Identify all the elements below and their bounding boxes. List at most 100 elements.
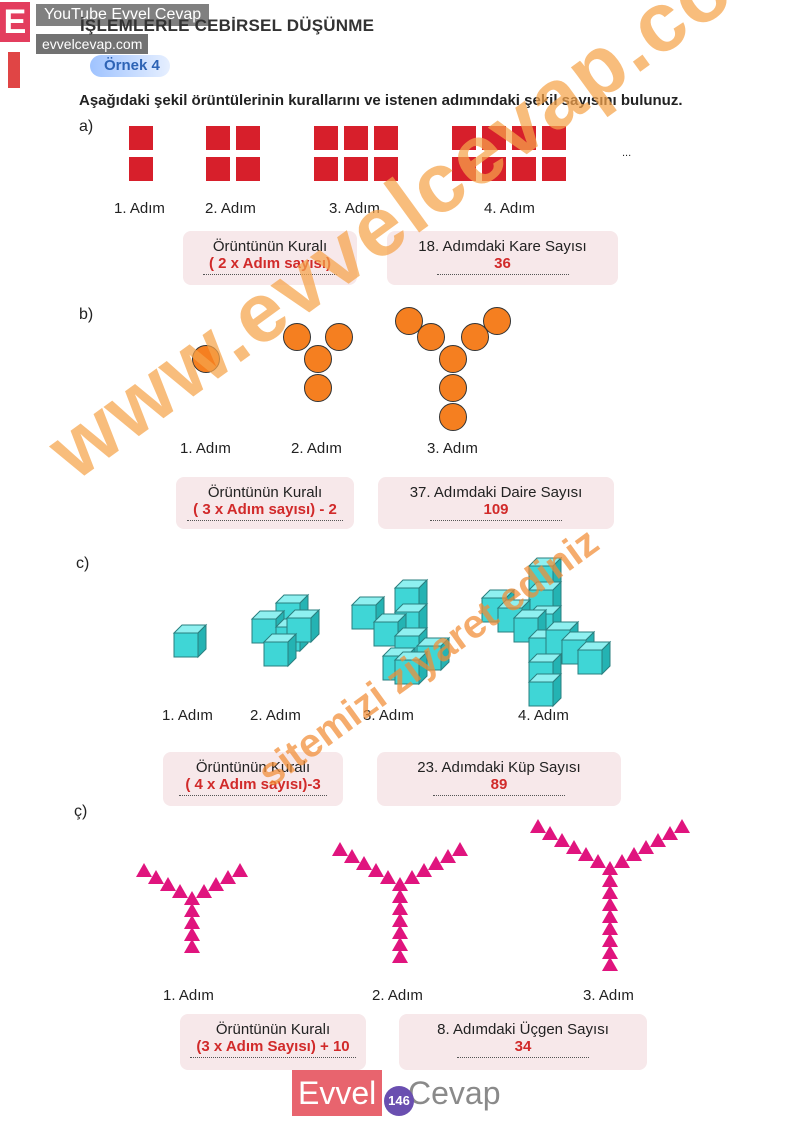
triangle (440, 849, 456, 863)
question-box: 8. Adımdaki Üçgen Sayısı 34 (399, 1014, 647, 1070)
rule-value: ( 2 x Adım sayısı) (203, 255, 337, 275)
answer-value: 36 (436, 255, 569, 275)
triangle (602, 897, 618, 911)
circle (461, 323, 489, 351)
triangle (172, 884, 188, 898)
circle (304, 374, 332, 402)
triangle (674, 819, 690, 833)
triangle (392, 949, 408, 963)
part-b-letter: b) (79, 306, 94, 323)
square (542, 126, 566, 150)
step-label: 3. Adım (329, 200, 380, 217)
triangle (392, 877, 408, 891)
page-number: 146 (384, 1086, 414, 1116)
circle (325, 323, 353, 351)
section-title: İŞLEMLERLE CEBİRSEL DÜŞÜNME (80, 16, 375, 35)
square (236, 157, 260, 181)
circle (439, 403, 467, 431)
question-box: 23. Adımdaki Küp Sayısı 89 (377, 752, 621, 806)
footer-logo: Evvel Cevap (292, 1070, 510, 1116)
answer-value: 109 (430, 501, 562, 521)
question-title: 37. Adımdaki Daire Sayısı (409, 484, 583, 501)
part-c-letter: c) (76, 555, 90, 572)
rule-title: Örüntünün Kuralı (215, 1021, 331, 1038)
circle (439, 374, 467, 402)
step-label: 2. Adım (372, 987, 423, 1004)
triangle (602, 957, 618, 971)
triangle (392, 889, 408, 903)
triangle (332, 842, 348, 856)
step-label: 3. Adım (363, 707, 414, 724)
triangle (184, 927, 200, 941)
cube (173, 624, 207, 658)
triangle (602, 945, 618, 959)
step-label: 2. Adım (250, 707, 301, 724)
triangle (184, 939, 200, 953)
rule-box: Örüntünün Kuralı (3 x Adım Sayısı) + 10 (180, 1014, 366, 1070)
triangle (566, 840, 582, 854)
site-watermark: evvelcevap.com (36, 34, 149, 54)
square (344, 126, 368, 150)
logo-bar (8, 52, 20, 88)
rule-box: Örüntünün Kuralı ( 4 x Adım sayısı)-3 (163, 752, 343, 806)
triangle (184, 891, 200, 905)
square (314, 157, 338, 181)
square (374, 126, 398, 150)
triangle (542, 826, 558, 840)
triangle (590, 854, 606, 868)
answer-value: 34 (457, 1038, 589, 1058)
square (512, 157, 536, 181)
question-box: 18. Adımdaki Kare Sayısı 36 (387, 231, 618, 285)
square (206, 157, 230, 181)
triangle (530, 819, 546, 833)
step-label: 3. Adım (583, 987, 634, 1004)
triangle (578, 847, 594, 861)
step-label: 4. Adım (484, 200, 535, 217)
circle (192, 345, 220, 373)
triangle (160, 877, 176, 891)
triangle (638, 840, 654, 854)
footer-logo-right: Cevap (408, 1075, 501, 1111)
triangle (452, 842, 468, 856)
question-title: 23. Adımdaki Küp Sayısı (417, 759, 581, 776)
logo-letter: E (0, 2, 30, 42)
square (314, 126, 338, 150)
circle (417, 323, 445, 351)
square (206, 126, 230, 150)
step-label: 1. Adım (162, 707, 213, 724)
triangle (602, 861, 618, 875)
step-label: 1. Adım (180, 440, 231, 457)
square (482, 157, 506, 181)
square (344, 157, 368, 181)
square (482, 126, 506, 150)
step-label: 2. Adım (205, 200, 256, 217)
triangle (392, 925, 408, 939)
rule-value: ( 4 x Adım sayısı)-3 (179, 776, 327, 796)
triangle (602, 933, 618, 947)
step-label: 2. Adım (291, 440, 342, 457)
triangle (392, 937, 408, 951)
triangle (626, 847, 642, 861)
triangle (614, 854, 630, 868)
question-title: 18. Adımdaki Kare Sayısı (418, 238, 587, 255)
example-label: Örnek 4 (104, 57, 160, 74)
triangle (208, 877, 224, 891)
triangle (602, 921, 618, 935)
rule-box: Örüntünün Kuralı ( 3 x Adım sayısı) - 2 (176, 477, 354, 529)
square (236, 126, 260, 150)
triangle (196, 884, 212, 898)
part-a-letter: a) (79, 118, 94, 135)
circle (283, 323, 311, 351)
triangle (602, 885, 618, 899)
triangle (344, 849, 360, 863)
square (452, 126, 476, 150)
circle (304, 345, 332, 373)
rule-title: Örüntünün Kuralı (207, 484, 323, 501)
triangle (356, 856, 372, 870)
circle (439, 345, 467, 373)
triangle (380, 870, 396, 884)
step-label: 4. Adım (518, 707, 569, 724)
ellipsis: ... (622, 147, 632, 159)
youtube-watermark: YouTube Evvel Cevap (36, 4, 210, 26)
rule-value: ( 3 x Adım sayısı) - 2 (187, 501, 343, 521)
